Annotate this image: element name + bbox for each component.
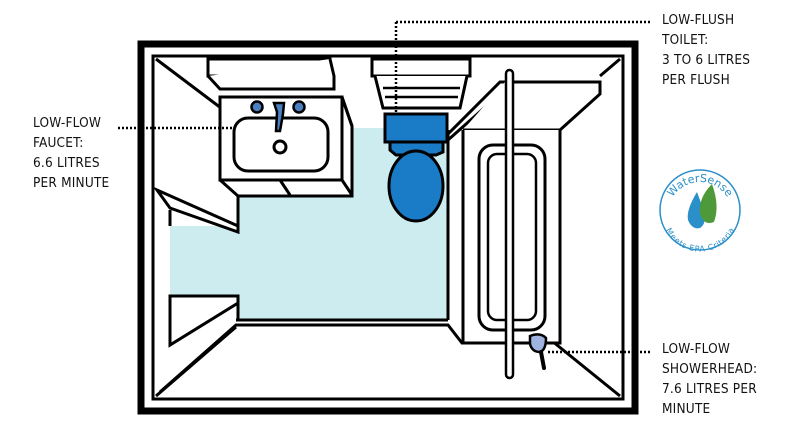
toilet-tank [383,112,449,144]
vanity-edges [278,96,354,196]
showerhead-callout-line: LOW-FLOW [662,341,731,357]
floor [170,126,448,320]
leaf-icon [699,184,717,223]
toilet-leader-line [394,20,650,114]
toilet-callout-line: 3 TO 6 LITRES [662,52,751,68]
faucet-callout: LOW-FLOW FAUCET: 6.6 LITRES PER MINUTE [33,113,109,193]
toilet-callout: LOW-FLUSH TOILET: 3 TO 6 LITRES PER FLUS… [662,10,750,90]
faucet-callout-line: FAUCET: [33,135,84,151]
showerhead-callout-line: MINUTE [662,401,711,417]
toilet-callout-line: PER FLUSH [662,72,730,88]
showerhead [528,333,548,354]
toilet-callout-line: TOILET: [662,32,709,48]
water-drop-icon [687,192,706,229]
showerhead-callout: LOW-FLOW SHOWERHEAD: 7.6 LITRES PER MINU… [662,339,757,419]
sink-drain [272,139,288,155]
shower-rod [504,68,515,380]
faucet-callout-line: LOW-FLOW [33,115,102,131]
toilet-cabinet [370,57,472,78]
perspective-lines [155,57,621,398]
faucet-callout-line: 6.6 LITRES [33,155,100,171]
faucet-spout [272,101,286,133]
faucet-handle-left [250,100,264,114]
shower-arm [539,350,546,370]
faucet-handle-right [292,100,306,114]
showerhead-callout-line: 7.6 LITRES PER [662,381,757,397]
watersense-badge: WaterSense Meets EPA Criteria [659,169,741,254]
toilet-callout-line: LOW-FLUSH [662,12,735,28]
left-door-frame-bottom [168,294,240,348]
showerhead-callout-line: SHOWERHEAD: [662,361,758,377]
toilet-cabinet-lower [373,75,469,110]
toilet-base [388,140,445,157]
faucet-callout-line: PER MINUTE [33,175,110,191]
toilet-bowl [387,149,445,223]
mirror-cabinet-side [206,58,336,91]
left-door-frame-top [152,186,240,235]
